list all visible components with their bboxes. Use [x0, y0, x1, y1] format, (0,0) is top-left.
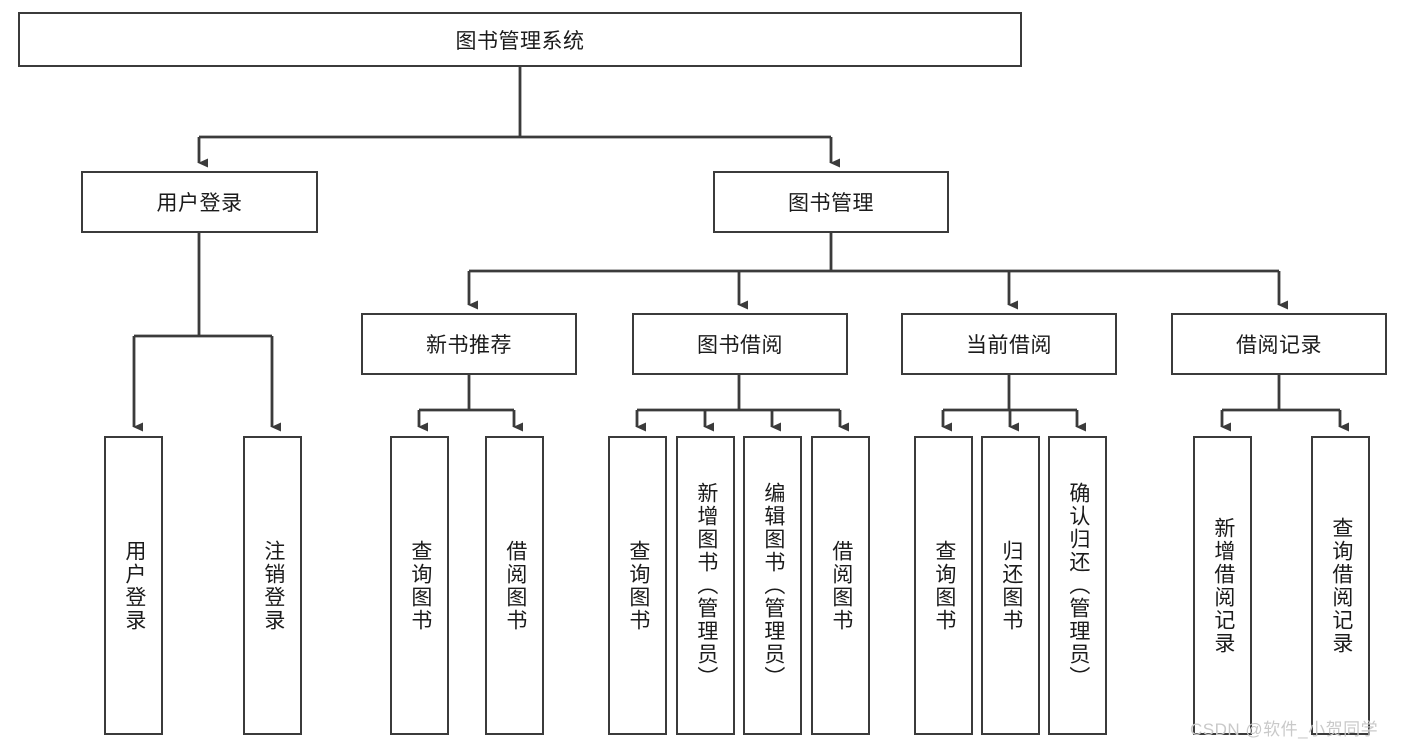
leaf-query-book-current[interactable]: 查询图书 — [914, 436, 973, 735]
node-user-login[interactable]: 用户登录 — [81, 171, 318, 233]
node-book-borrow[interactable]: 图书借阅 — [632, 313, 848, 375]
leaf-add-borrow-record[interactable]: 新增借阅记录 — [1193, 436, 1252, 735]
leaf-query-book-borrow[interactable]: 查询图书 — [608, 436, 667, 735]
leaf-confirm-return-admin[interactable]: 确认归还（管理员） — [1048, 436, 1107, 735]
node-book-manage[interactable]: 图书管理 — [713, 171, 949, 233]
node-current-borrow[interactable]: 当前借阅 — [901, 313, 1117, 375]
node-new-book-recommend[interactable]: 新书推荐 — [361, 313, 577, 375]
leaf-return-book[interactable]: 归还图书 — [981, 436, 1040, 735]
leaf-borrow-book-borrow[interactable]: 借阅图书 — [811, 436, 870, 735]
node-root-system[interactable]: 图书管理系统 — [18, 12, 1022, 67]
leaf-query-borrow-record[interactable]: 查询借阅记录 — [1311, 436, 1370, 735]
node-borrow-record[interactable]: 借阅记录 — [1171, 313, 1387, 375]
leaf-edit-book-admin[interactable]: 编辑图书（管理员） — [743, 436, 802, 735]
leaf-logout-login[interactable]: 注销登录 — [243, 436, 302, 735]
leaf-add-book-admin[interactable]: 新增图书（管理员） — [676, 436, 735, 735]
leaf-query-book-recommend[interactable]: 查询图书 — [390, 436, 449, 735]
leaf-user-login[interactable]: 用户登录 — [104, 436, 163, 735]
leaf-borrow-book-recommend[interactable]: 借阅图书 — [485, 436, 544, 735]
